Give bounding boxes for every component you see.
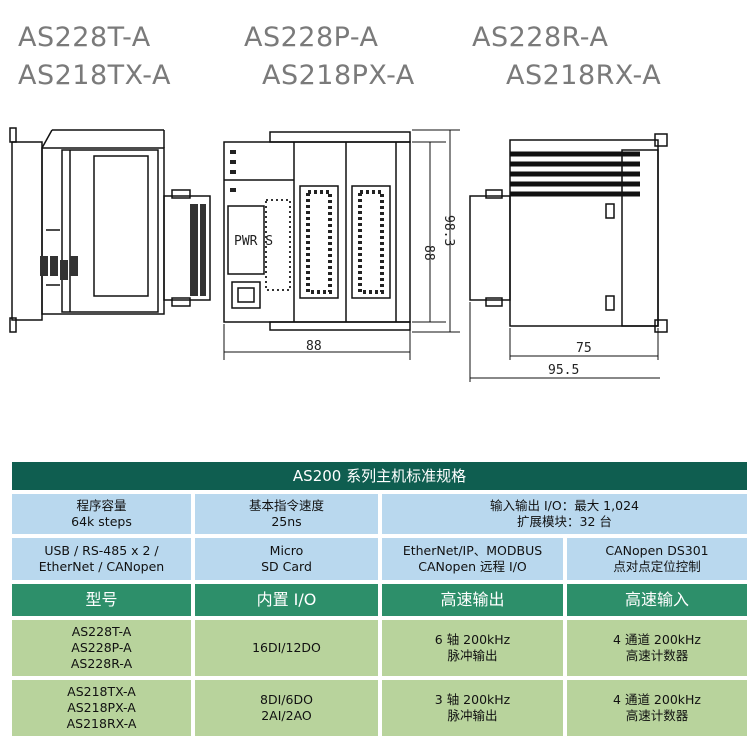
cell-line: 点对点定位控制 [613, 559, 701, 574]
spec-cell-protocols: EtherNet/IP、MODBUS CANopen 远程 I/O [382, 538, 563, 580]
technical-drawings: PWR S 88 88 98.3 75 95 [9, 127, 668, 382]
header-high-speed-output: 高速输出 [382, 584, 563, 616]
table-cell-output-228: 6 轴 200kHz 脉冲输出 [382, 620, 563, 676]
spec-cell-positioning: CANopen DS301 点对点定位控制 [567, 538, 747, 580]
cell-line: 25ns [271, 514, 302, 529]
cell-line: 输入输出 I/O：最大 1,024 [490, 498, 639, 513]
cell-line: 基本指令速度 [248, 498, 324, 513]
table-cell-input-218: 4 通道 200kHz 高速计数器 [567, 680, 747, 736]
dimension-height-inner: 88 [421, 245, 436, 261]
model-name: AS228T-A [18, 22, 151, 53]
cell-line: SD Card [261, 559, 312, 574]
table-cell-io-228: 16DI/12DO [195, 620, 378, 676]
model-name: AS218RX-A [506, 60, 662, 91]
cell-line: EtherNet/IP、MODBUS [402, 543, 543, 558]
dimension-height-outer: 98.3 [441, 215, 456, 246]
model-name: AS228R-A [472, 22, 609, 53]
cell-line: 8DI/6DO [260, 692, 313, 707]
cell-line: USB / RS-485 x 2 / [44, 543, 159, 558]
right-depth-view [469, 133, 668, 333]
cell-line: 64k steps [71, 514, 132, 529]
cell-line: 脉冲输出 [447, 708, 498, 723]
table-cell-io-218: 8DI/6DO 2AI/2AO [195, 680, 378, 736]
spec-cell-program-capacity: 程序容量 64k steps [12, 494, 191, 534]
table-cell-input-228: 4 通道 200kHz 高速计数器 [567, 620, 747, 676]
model-name: AS218TX-A [18, 60, 171, 91]
cell-line: 脉冲输出 [447, 648, 498, 663]
cell-line: 4 通道 200kHz [613, 632, 701, 647]
table-row-models-218: AS218TX-A AS218PX-A AS218RX-A [12, 680, 191, 736]
cell-line: 高速计数器 [625, 648, 689, 663]
dimension-lines [223, 129, 460, 360]
header-high-speed-input: 高速输入 [567, 584, 747, 616]
cell-line: AS218TX-A [67, 684, 136, 699]
front-view [223, 131, 411, 331]
header-builtin-io: 内置 I/O [195, 584, 378, 616]
cell-line: EtherNet / CANopen [38, 559, 165, 574]
table-row-models-228: AS228T-A AS228P-A AS228R-A [12, 620, 191, 676]
cell-line: 扩展模块：32 台 [517, 514, 612, 529]
cell-line: AS228P-A [71, 640, 132, 655]
module-label: PWR S [234, 234, 273, 249]
spec-cell-communication: USB / RS-485 x 2 / EtherNet / CANopen [12, 538, 191, 580]
header-model: 型号 [12, 584, 191, 616]
cell-line: AS228T-A [71, 624, 132, 639]
connector-terminals [40, 204, 206, 296]
spec-cell-instruction-speed: 基本指令速度 25ns [195, 494, 378, 534]
spec-table-title: AS200 系列主机标准规格 [12, 462, 747, 490]
cell-line: AS218RX-A [66, 716, 137, 731]
spec-cell-storage: Micro SD Card [195, 538, 378, 580]
cell-line: 2AI/2AO [261, 708, 312, 723]
cell-line: AS218PX-A [67, 700, 136, 715]
cell-line: 6 轴 200kHz [434, 632, 511, 647]
cell-line: Micro [269, 543, 304, 558]
cell-line: AS228R-A [70, 656, 133, 671]
cell-line: 16DI/12DO [252, 640, 321, 655]
table-cell-output-218: 3 轴 200kHz 脉冲输出 [382, 680, 563, 736]
dimension-depth-outer: 95.5 [548, 363, 579, 378]
cell-line: 4 通道 200kHz [613, 692, 701, 707]
spec-cell-io-capacity: 输入输出 I/O：最大 1,024 扩展模块：32 台 [382, 494, 747, 534]
cell-line: CANopen 远程 I/O [418, 559, 527, 574]
cable-bundle [510, 151, 640, 197]
cell-line: 高速计数器 [625, 708, 689, 723]
model-name: AS218PX-A [262, 60, 415, 91]
cell-line: 程序容量 [76, 498, 127, 513]
left-side-view [9, 127, 211, 333]
terminal-pins [230, 150, 384, 294]
depth-dimension-lines [469, 302, 660, 382]
cell-line: CANopen DS301 [605, 543, 709, 558]
cell-line: 3 轴 200kHz [434, 692, 511, 707]
dimension-depth-inner: 75 [576, 341, 592, 356]
dimension-width: 88 [306, 339, 322, 354]
model-name: AS228P-A [244, 22, 379, 53]
